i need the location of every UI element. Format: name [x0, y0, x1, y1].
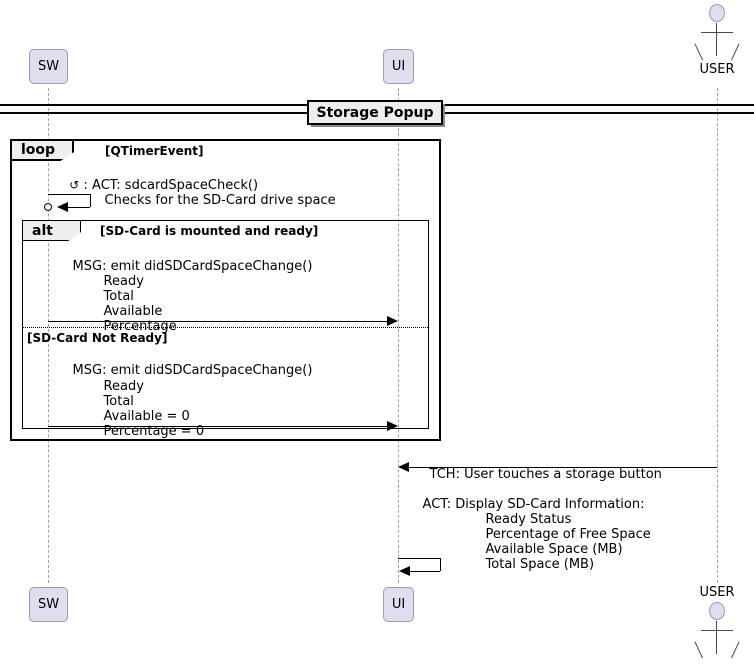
- participant-sw-bottom-label: SW: [37, 597, 60, 612]
- actor-arms-bottom-icon: [701, 630, 733, 631]
- fragment-alt-condition-label: [SD-Card is mounted and ready]: [100, 224, 319, 238]
- actor-head-bottom-icon: [709, 602, 725, 620]
- message-self-check-line2: Checks for the SD-Card drive space: [104, 193, 336, 208]
- actor-leg-left-icon: [694, 43, 703, 61]
- participant-ui-bottom-label: UI: [391, 597, 406, 612]
- message-alt-ready-line4: Available: [103, 304, 163, 319]
- fragment-loop-tab: loop: [12, 141, 74, 161]
- message-ui-display-line2: Ready Status: [485, 512, 572, 527]
- fragment-alt: [22, 220, 429, 429]
- message-user-touch-arrowhead: [398, 462, 409, 472]
- actor-body-bottom-icon: [716, 621, 717, 654]
- actor-arms-icon: [701, 32, 733, 33]
- actor-user-top[interactable]: USER: [693, 4, 741, 84]
- divider-line-right-upper: [443, 104, 754, 106]
- lifeline-sw: [48, 88, 49, 583]
- actor-user-bottom-label: USER: [699, 585, 735, 600]
- divider-storage-popup: Storage Popup: [307, 100, 443, 125]
- fragment-alt-tab-label: alt: [32, 222, 53, 239]
- lifeline-user: [717, 88, 718, 583]
- message-alt-ready-arrowhead: [387, 316, 398, 326]
- message-alt-ready-line3: Total: [103, 289, 134, 304]
- fragment-loop-tab-label: loop: [21, 142, 56, 158]
- fragment-alt-tab: alt: [23, 221, 81, 241]
- self-call-circle-endpoint: [44, 203, 52, 211]
- fragment-loop: [10, 139, 441, 441]
- self-call-top-line: [48, 194, 90, 195]
- lifeline-ui: [398, 88, 399, 583]
- message-self-check-marker: ↺: [54, 163, 79, 208]
- fragment-alt-condition: [SD-Card is mounted and ready]: [100, 224, 318, 238]
- message-alt-not-ready-line5: Percentage = 0: [103, 424, 205, 439]
- fragment-alt-else-condition-label: [SD-Card Not Ready]: [27, 331, 168, 345]
- loop-marker-icon: ↺: [69, 178, 80, 192]
- fragment-loop-condition: [QTimerEvent]: [105, 144, 203, 158]
- actor-head-icon: [709, 4, 725, 22]
- self-call-bottom-line: [60, 207, 90, 208]
- divider-line-left-lower: [0, 112, 307, 114]
- message-alt-ready-line2: Ready: [103, 274, 144, 289]
- message-ui-display-line4: Available Space (MB): [485, 542, 623, 557]
- message-alt-ready-line1: MSG: emit didSDCardSpaceChange(): [72, 259, 313, 274]
- fragment-loop-condition-label: [QTimerEvent]: [105, 144, 204, 158]
- message-alt-ready-arrow-line: [48, 321, 388, 322]
- divider-line-right-lower: [443, 112, 754, 114]
- message-user-touch-label: TCH: User touches a storage button: [429, 467, 662, 482]
- message-self-check-line1: : ACT: sdcardSpaceCheck(): [83, 178, 259, 193]
- self-call-right-line: [90, 194, 91, 207]
- divider-line-left-upper: [0, 104, 307, 106]
- ui-self-call-right-line: [440, 558, 441, 571]
- actor-user-top-label: USER: [699, 62, 735, 77]
- actor-leg-right-icon: [731, 43, 740, 61]
- ui-self-call-arrowhead: [399, 566, 410, 576]
- message-alt-not-ready-line2: Ready: [103, 379, 144, 394]
- ui-self-call-bottom-line: [410, 571, 440, 572]
- participant-sw-bottom[interactable]: SW: [29, 587, 68, 622]
- message-alt-not-ready-line4: Available = 0: [103, 409, 190, 424]
- divider-storage-popup-label: Storage Popup: [316, 104, 434, 121]
- actor-leg-left-bottom-icon: [694, 641, 703, 659]
- participant-sw-top[interactable]: SW: [29, 49, 68, 84]
- fragment-alt-else-condition: [SD-Card Not Ready]: [27, 331, 167, 345]
- participant-sw-top-label: SW: [37, 59, 60, 74]
- message-ui-display-line5: Total Space (MB): [485, 557, 595, 572]
- message-alt-ready-line5: Percentage: [103, 319, 177, 334]
- message-alt-not-ready-line3: Total: [103, 394, 134, 409]
- message-alt-not-ready-arrow-line: [48, 426, 388, 427]
- message-alt-not-ready-line1: MSG: emit didSDCardSpaceChange(): [72, 363, 313, 378]
- fragment-alt-separator: [23, 327, 428, 328]
- self-call-arrowhead: [57, 202, 68, 212]
- message-user-touch-arrow-line: [409, 467, 717, 468]
- ui-self-call-top-line: [398, 558, 440, 559]
- participant-ui-bottom[interactable]: UI: [383, 587, 414, 622]
- message-ui-display-line1: ACT: Display SD-Card Information:: [422, 497, 645, 512]
- message-alt-not-ready-arrowhead: [387, 421, 398, 431]
- message-ui-display-line3: Percentage of Free Space: [485, 527, 651, 542]
- participant-ui-top-label: UI: [391, 59, 406, 74]
- actor-leg-right-bottom-icon: [731, 641, 740, 659]
- actor-body-icon: [716, 23, 717, 56]
- participant-ui-top[interactable]: UI: [383, 49, 414, 84]
- actor-user-bottom[interactable]: USER: [693, 585, 741, 669]
